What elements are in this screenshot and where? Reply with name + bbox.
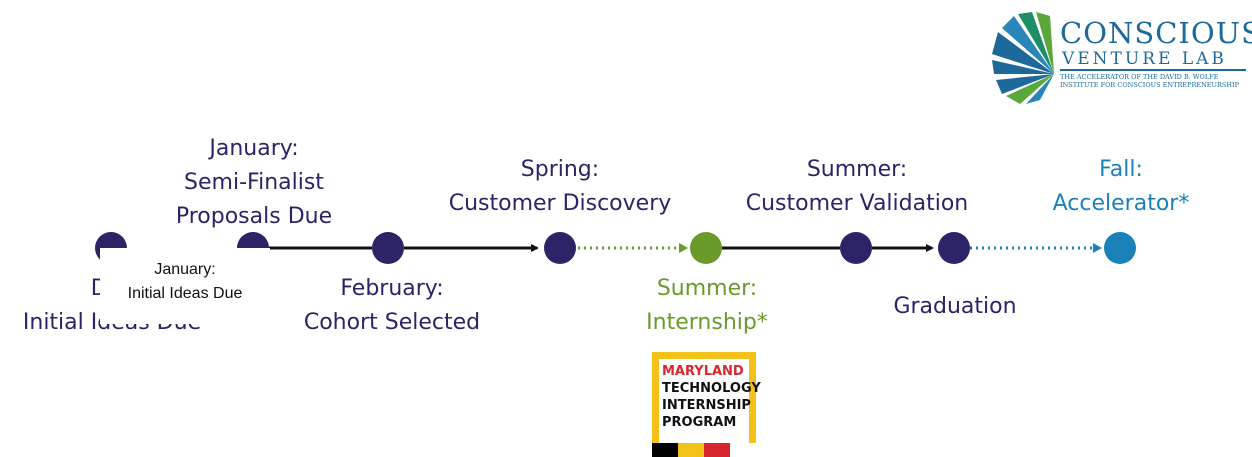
logo-tagline-line-2: INSTITUTE FOR CONSCIOUS ENTREPRENEURSHIP	[1060, 81, 1239, 89]
label-spring-customer-discovery: Spring: Customer Discovery	[420, 153, 700, 221]
label-line: Cohort Selected	[303, 310, 481, 335]
label-line: Fall:	[1099, 157, 1143, 182]
milestone-dot-accelerator	[1104, 232, 1136, 264]
milestone-dot	[840, 232, 872, 264]
label-line: Semi-Finalist	[184, 170, 324, 195]
milestone-dot	[372, 232, 404, 264]
label-summer-internship: Summer: Internship*	[620, 272, 794, 340]
milestone-dot	[544, 232, 576, 264]
logo-tagline: THE ACCELERATOR OF THE DAVID B. WOLFE IN…	[1060, 73, 1239, 89]
logo-title: CONSCIOUS	[1060, 16, 1252, 50]
label-january-semifinalist: January: Semi-Finalist Proposals Due	[154, 132, 354, 234]
milestone-dot-internship	[690, 232, 722, 264]
label-line: Spring:	[520, 157, 600, 182]
badge-line: PROGRAM	[662, 415, 737, 430]
badge-line: MARYLAND	[662, 364, 744, 379]
label-line: February:	[340, 276, 444, 301]
overlay-box-january-initial-ideas: January: Initial Ideas Due	[100, 248, 270, 324]
label-line: January:	[209, 136, 299, 161]
label-graduation: Graduation	[870, 290, 1040, 324]
maryland-flag-stripe	[652, 443, 756, 457]
label-line: Proposals Due	[175, 204, 333, 229]
sunburst-logo-icon	[992, 12, 1054, 104]
overlay-line: Initial Ideas Due	[127, 285, 243, 302]
label-line: Internship*	[646, 310, 768, 335]
milestone-dot	[938, 232, 970, 264]
label-line: Graduation	[893, 294, 1017, 319]
label-line: Customer Discovery	[448, 191, 672, 216]
label-line: Customer Validation	[745, 191, 969, 216]
logo-divider	[1060, 69, 1246, 71]
conscious-venture-lab-logo: CONSCIOUS VENTURE LAB THE ACCELERATOR OF…	[992, 12, 1252, 104]
label-line: Accelerator*	[1052, 191, 1190, 216]
badge-line: INTERNSHIP	[662, 398, 751, 413]
badge-text-panel: MARYLAND TECHNOLOGY INTERNSHIP PROGRAM	[659, 359, 761, 443]
logo-tagline-line-1: THE ACCELERATOR OF THE DAVID B. WOLFE	[1060, 73, 1219, 81]
label-february-cohort-selected: February: Cohort Selected	[272, 272, 512, 340]
overlay-line: January:	[154, 261, 216, 278]
badge-line: TECHNOLOGY	[662, 381, 761, 396]
label-line: Summer:	[806, 157, 908, 182]
label-line: Summer:	[656, 276, 758, 301]
label-summer-customer-validation: Summer: Customer Validation	[712, 153, 1002, 221]
logo-subtitle: VENTURE LAB	[1062, 49, 1227, 69]
label-fall-accelerator: Fall: Accelerator*	[1026, 153, 1216, 221]
maryland-technology-internship-program-logo: MARYLAND TECHNOLOGY INTERNSHIP PROGRAM	[652, 352, 761, 457]
